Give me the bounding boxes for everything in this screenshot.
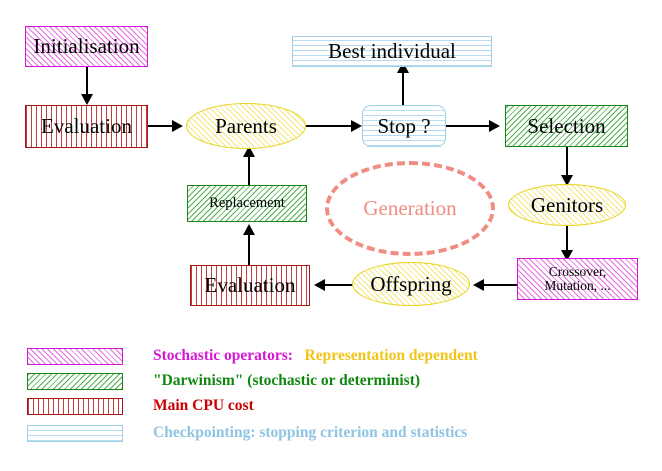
legend-label-main-cpu-cost: Main CPU cost (153, 397, 254, 414)
arrowhead-stop-to-best-individual (397, 62, 409, 73)
legend-label-checkpointing: Checkpointing: stopping criterion and st… (153, 424, 468, 441)
legend-label-main-cpu-cost-wrap: Main CPU cost (153, 397, 254, 415)
legend-label-stochastic-operators: Stochastic operators: Representation dep… (153, 347, 478, 365)
legend-label-checkpointing-wrap: Checkpointing: stopping criterion and st… (153, 424, 467, 442)
legend-swatch-magenta-diagonal-hatch (27, 347, 123, 365)
arrowhead-parents-to-stop (351, 120, 362, 132)
legend-row-checkpointing: Checkpointing: stopping criterion and st… (27, 424, 467, 442)
arrowhead-crossover-to-offspring (473, 279, 484, 291)
node-offspring-label: Offspring (370, 271, 452, 296)
node-evaluation-top[interactable]: Evaluation (25, 105, 148, 148)
connector-evaluation-to-replacement (248, 232, 250, 266)
node-evaluation-bottom[interactable]: Evaluation (190, 265, 310, 306)
legend-label-stochastic-operators-primary: Stochastic operators: (153, 347, 293, 364)
connector-initialisation-to-evaluation (86, 67, 88, 97)
node-stop[interactable]: Stop ? (362, 105, 446, 147)
connector-crossover-to-offspring (484, 284, 517, 286)
connector-selection-to-genitors (566, 147, 568, 179)
connector-stop-to-selection (446, 125, 490, 127)
legend-swatch-blue-horizontal-hatch (27, 424, 123, 442)
node-genitors[interactable]: Genitors (508, 184, 626, 226)
node-offspring[interactable]: Offspring (352, 262, 470, 306)
node-parents-label: Parents (215, 113, 277, 138)
node-crossover-label-line1: Crossover, (548, 263, 607, 279)
connector-evaluation-to-parents (148, 125, 174, 127)
connector-replacement-to-parents (248, 155, 250, 186)
connector-offspring-to-evaluation (325, 284, 355, 286)
arrowhead-evaluation-to-parents (172, 120, 183, 132)
generation-label: Generation (363, 196, 457, 220)
connector-genitors-to-crossover (566, 226, 568, 254)
legend-label-representation-dependent: Representation dependent (304, 347, 478, 364)
arrowhead-genitors-to-crossover (561, 250, 573, 261)
legend-label-darwinism: "Darwinism" (stochastic or determinist) (153, 372, 421, 389)
node-crossover-label-line2: Mutation, ... (544, 278, 611, 293)
arrowhead-initialisation-to-evaluation (81, 94, 93, 105)
connector-stop-to-best-individual (402, 70, 404, 106)
legend-swatch-red-vertical-hatch (27, 397, 123, 415)
generation-cycle-ellipse: Generation (325, 161, 495, 256)
legend-label-darwinism-wrap: "Darwinism" (stochastic or determinist) (153, 372, 420, 390)
arrowhead-evaluation-to-replacement (243, 224, 255, 235)
node-genitors-label: Genitors (530, 192, 604, 217)
arrowhead-offspring-to-evaluation (314, 279, 325, 291)
node-best-individual-label: Best individual (328, 39, 456, 64)
node-evaluation-top-label: Evaluation (41, 114, 132, 139)
node-crossover-mutation[interactable]: Crossover, Mutation, ... (517, 258, 638, 300)
node-evaluation-bottom-label: Evaluation (204, 273, 296, 298)
node-parents[interactable]: Parents (186, 103, 306, 149)
legend-row-stochastic-operators: Stochastic operators: Representation dep… (27, 347, 478, 365)
connector-parents-to-stop (306, 125, 352, 127)
node-selection-label: Selection (527, 113, 606, 138)
node-best-individual[interactable]: Best individual (292, 36, 492, 67)
node-initialisation[interactable]: Initialisation (25, 26, 148, 67)
arrowhead-replacement-to-parents (243, 146, 255, 157)
legend-row-darwinism: "Darwinism" (stochastic or determinist) (27, 372, 420, 390)
node-selection[interactable]: Selection (505, 105, 628, 147)
node-replacement[interactable]: Replacement (187, 185, 307, 222)
arrowhead-selection-to-genitors (561, 175, 573, 186)
node-initialisation-label: Initialisation (33, 34, 140, 59)
legend-swatch-green-diagonal-hatch (27, 372, 123, 390)
node-replacement-label: Replacement (209, 194, 285, 211)
legend-row-main-cpu-cost: Main CPU cost (27, 397, 254, 415)
arrowhead-stop-to-selection (489, 120, 500, 132)
node-stop-label: Stop ? (377, 113, 431, 138)
